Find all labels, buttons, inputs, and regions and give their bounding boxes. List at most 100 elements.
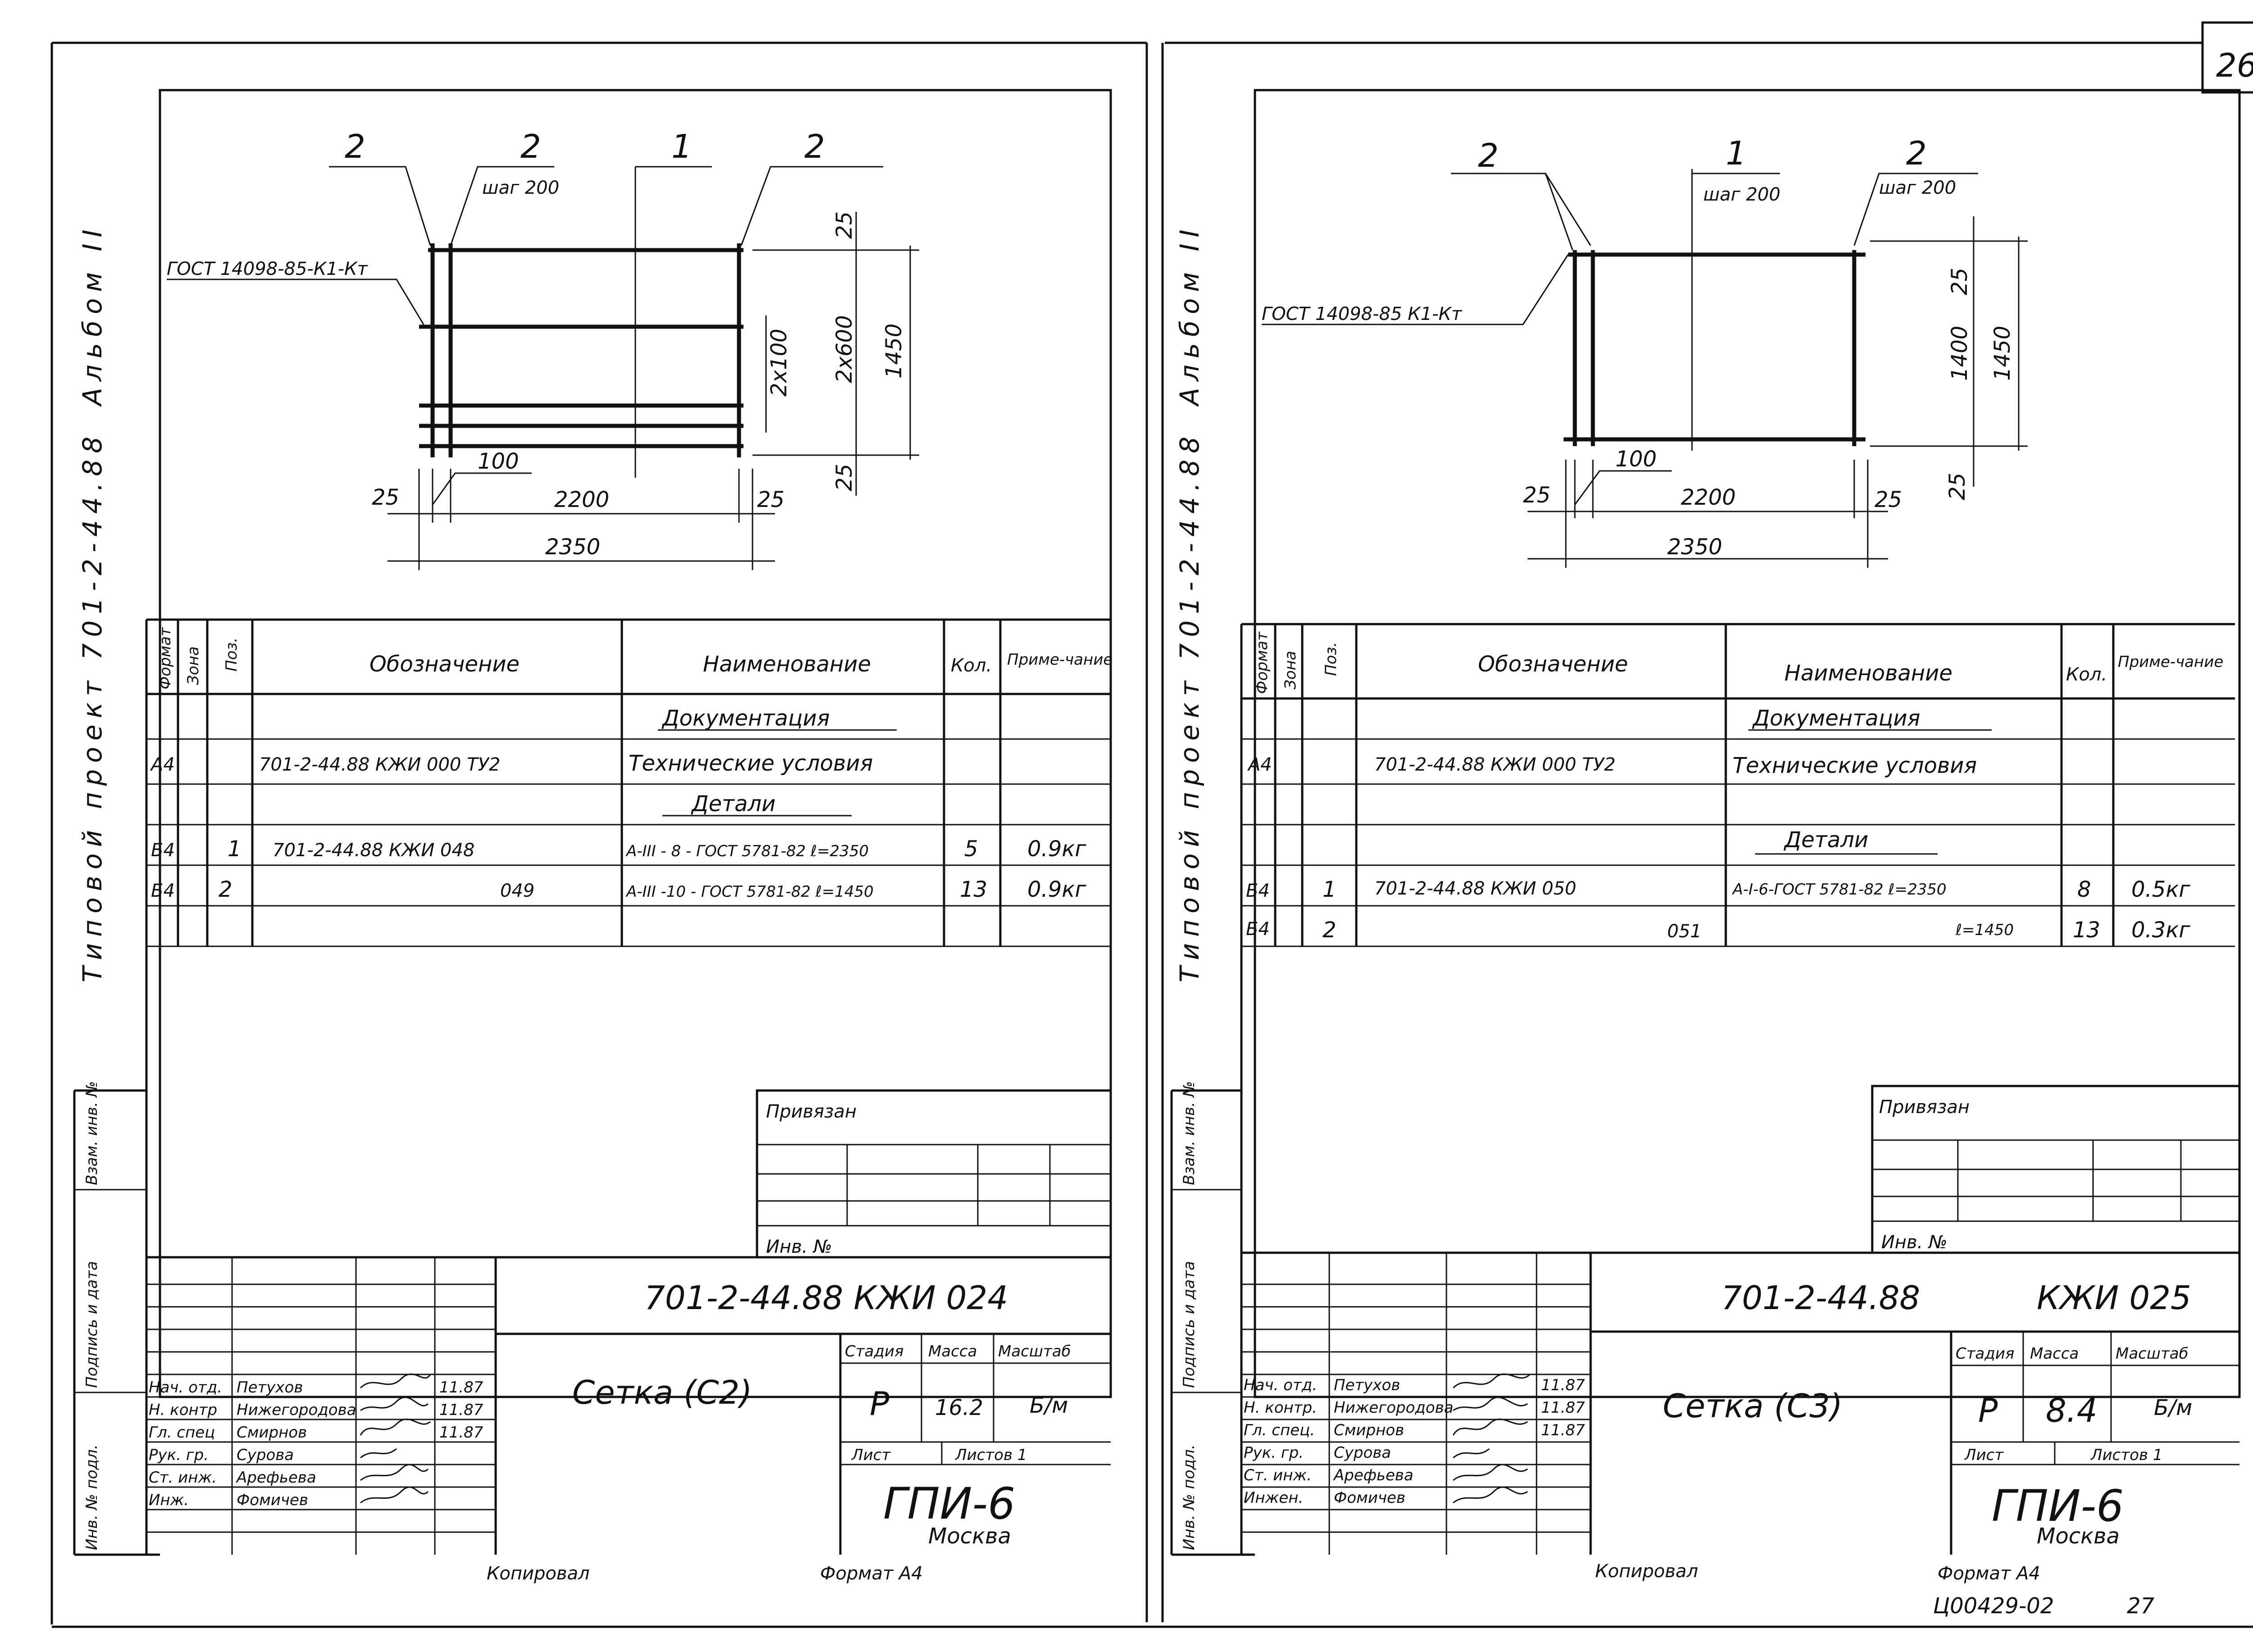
row-name: Технические условия bbox=[1733, 753, 1977, 778]
header-name: Наименование bbox=[1784, 661, 1952, 686]
row-pos: 2 bbox=[1323, 917, 1336, 943]
row-designation: 701-2-44.88 КЖИ 048 bbox=[273, 840, 474, 861]
row-designation: 049 bbox=[500, 881, 534, 901]
format-label: Формат А4 bbox=[1938, 1563, 2040, 1584]
person-name: Смирнов bbox=[237, 1424, 307, 1442]
row-pos: 2 bbox=[219, 877, 233, 902]
person-name: Фомичев bbox=[237, 1491, 308, 1509]
row-note: 0.5кг bbox=[2131, 877, 2190, 902]
row-designation: 701-2-44.88 КЖИ 000 ТУ2 bbox=[1374, 754, 1615, 775]
page-number: 26 bbox=[2216, 46, 2253, 84]
sheet-label: Лист bbox=[851, 1446, 891, 1464]
strip-label: Подпись и дата bbox=[1180, 1261, 1198, 1388]
dim-label: 2x600 bbox=[832, 315, 857, 383]
person-name: Сурова bbox=[237, 1446, 294, 1464]
callout: 2 bbox=[804, 128, 825, 165]
side-album: Альбом II bbox=[1174, 223, 1205, 407]
dim-label: 2350 bbox=[545, 534, 600, 560]
mesh-drawing-c3: 2 1 шаг 200 2 шаг 200 ГОСТ 14098-85 К1-К… bbox=[1262, 134, 2028, 568]
row-name: А-I-6-ГОСТ 5781-82 ℓ=2350 bbox=[1732, 881, 1947, 899]
person-date: 11.87 bbox=[1541, 1376, 1585, 1394]
row-note: 0.3кг bbox=[2131, 917, 2190, 943]
copied-label: Копировал bbox=[1595, 1561, 1698, 1582]
callout: 2 bbox=[345, 128, 365, 165]
person-role: Инж. bbox=[149, 1491, 189, 1509]
strip-label: Инв. № подл. bbox=[83, 1444, 101, 1550]
title-block-left: 701-2-44.88 КЖИ 024 Сетка (С2) Стадия Ма… bbox=[146, 1256, 1111, 1555]
dim-label: 100 bbox=[1615, 447, 1657, 472]
row-pos: 1 bbox=[1323, 877, 1336, 902]
row-note: 0.9кг bbox=[1027, 836, 1086, 862]
header-qty: Кол. bbox=[2066, 664, 2107, 685]
sheets-label: Листов 1 bbox=[954, 1446, 1027, 1464]
side-text-right: Типовой проект 701-2-44.88 Альбом II bbox=[1174, 223, 1205, 982]
person-role: Н. контр bbox=[149, 1401, 217, 1419]
mass-value: 16.2 bbox=[935, 1395, 983, 1420]
scale-value: Б/м bbox=[2154, 1395, 2192, 1420]
person-name: Петухов bbox=[1334, 1376, 1400, 1394]
archive-number: 27 bbox=[2127, 1593, 2155, 1619]
mesh-drawing-c2: 2 2 шаг 200 1 2 ГОСТ 14098-85-К1-Кт 1450… bbox=[167, 128, 919, 570]
row-name: Документация bbox=[1752, 706, 1920, 731]
sheet-right: Типовой проект 701-2-44.88 Альбом II Вза… bbox=[1170, 89, 2241, 1584]
step-note: шаг 200 bbox=[1703, 184, 1780, 205]
spec-table-left: Формат Зона Поз. Обозначение Наименовани… bbox=[146, 618, 1113, 947]
person-name: Сурова bbox=[1334, 1444, 1391, 1462]
people-list: Нач. отд. Петухов 11.87 Н. контр Нижегор… bbox=[149, 1378, 483, 1509]
drawing-code-suffix: КЖИ 025 bbox=[2037, 1279, 2191, 1317]
scale-label: Масштаб bbox=[2116, 1345, 2189, 1363]
row-format: Б4 bbox=[1246, 919, 1270, 940]
person-role: Ст. инж. bbox=[1244, 1466, 1312, 1484]
side-text-left: Типовой проект 701-2-44.88 Альбом II bbox=[77, 223, 108, 982]
person-name: Смирнов bbox=[1334, 1421, 1404, 1439]
person-name: Нижегородова bbox=[1334, 1399, 1453, 1417]
left-strip-left: Взам. инв. № Подпись и дата Инв. № подл. bbox=[83, 1081, 101, 1550]
person-name: Фомичев bbox=[1334, 1489, 1405, 1507]
gost-note: ГОСТ 14098-85 К1-Кт bbox=[1262, 304, 1463, 324]
dim-label: 25 bbox=[832, 211, 857, 239]
person-date: 11.87 bbox=[439, 1378, 483, 1396]
mass-value: 8.4 bbox=[2046, 1392, 2098, 1429]
strip-label: Взам. инв. № bbox=[1180, 1081, 1198, 1185]
strip-label: Взам. инв. № bbox=[83, 1081, 101, 1185]
person-role: Гл. спец. bbox=[1244, 1421, 1315, 1439]
header-pos: Поз. bbox=[1322, 642, 1340, 676]
row-designation: 701-2-44.88 КЖИ 000 ТУ2 bbox=[259, 754, 500, 775]
row-format: Б4 bbox=[1246, 881, 1270, 901]
dim-label: 25 bbox=[757, 487, 784, 512]
header-zone: Зона bbox=[184, 646, 202, 685]
signatures bbox=[1452, 1373, 1531, 1504]
spec-table-right: Формат Зона Поз. Обозначение Наименовани… bbox=[1241, 623, 2235, 947]
person-role: Нач. отд. bbox=[149, 1378, 222, 1396]
row-format: Б4 bbox=[151, 881, 175, 901]
sheets-label: Листов 1 bbox=[2090, 1446, 2162, 1464]
row-name: ℓ=1450 bbox=[1955, 921, 2014, 939]
archive-code: Ц00429-02 bbox=[1933, 1593, 2054, 1619]
person-role: Нач. отд. bbox=[1244, 1376, 1317, 1394]
people-list: Нач. отд. Петухов 11.87 Н. контр. Нижего… bbox=[1244, 1376, 1585, 1507]
row-name: Детали bbox=[1783, 827, 1868, 853]
dim-label: 25 bbox=[1947, 268, 1972, 295]
row-name: Технические условия bbox=[629, 751, 873, 776]
dim-label: 25 bbox=[372, 485, 399, 510]
title-block-right: 701-2-44.88 КЖИ 025 Сетка (С3) Стадия Ма… bbox=[1241, 1251, 2239, 1555]
dim-label: 100 bbox=[478, 449, 519, 474]
dim-label: 2x100 bbox=[766, 329, 792, 397]
binding-inv: Инв. № bbox=[766, 1237, 832, 1257]
org-city: Москва bbox=[2037, 1524, 2120, 1549]
step-note: шаг 200 bbox=[1879, 178, 1956, 198]
row-qty: 13 bbox=[2073, 917, 2100, 943]
person-date: 11.87 bbox=[439, 1424, 483, 1442]
binding-table-left: Привязан Инв. № bbox=[756, 1089, 1112, 1259]
person-date: 11.87 bbox=[439, 1401, 483, 1419]
header-format: Формат bbox=[156, 627, 174, 689]
drawing-code: 701-2-44.88 КЖИ 024 bbox=[644, 1279, 1008, 1317]
header-zone: Зона bbox=[1282, 651, 1300, 689]
dim-label: 25 bbox=[1523, 483, 1551, 508]
person-role: Инжен. bbox=[1244, 1489, 1303, 1507]
drawing-name: Сетка (С3) bbox=[1663, 1387, 1843, 1425]
gost-note: ГОСТ 14098-85-К1-Кт bbox=[167, 259, 369, 279]
header-pos: Поз. bbox=[223, 638, 241, 671]
header-note: Приме-чание bbox=[1007, 651, 1113, 669]
stage-value: Р bbox=[1978, 1392, 1998, 1429]
